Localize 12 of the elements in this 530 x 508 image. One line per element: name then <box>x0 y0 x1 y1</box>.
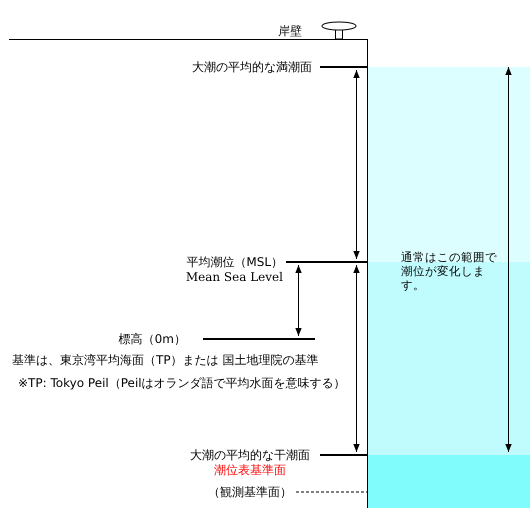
datum-label: （観測基準面） <box>208 485 292 499</box>
footnote: ※TP: Tokyo Peil（Peilはオランダ語で平均水面を意味する） <box>18 376 346 390</box>
datum-label: 潮位表基準面 <box>214 463 286 477</box>
level-label: Mean Sea Level <box>186 270 283 284</box>
quay-label: 岸壁 <box>278 24 302 38</box>
level-label: 大潮の平均的な干潮面 <box>190 448 310 462</box>
level-label: 標高（0m） <box>118 332 186 346</box>
level-label: 大潮の平均的な満潮面 <box>192 60 312 74</box>
sea-water-drawing <box>367 67 530 508</box>
level-label: 平均潮位（MSL） <box>186 255 283 269</box>
range-note: 通常はこの範囲で潮位が変化します。 <box>401 250 498 292</box>
datum-note: 基準は、東京湾平均海面（TP）または 国土地理院の基準 <box>12 353 318 367</box>
